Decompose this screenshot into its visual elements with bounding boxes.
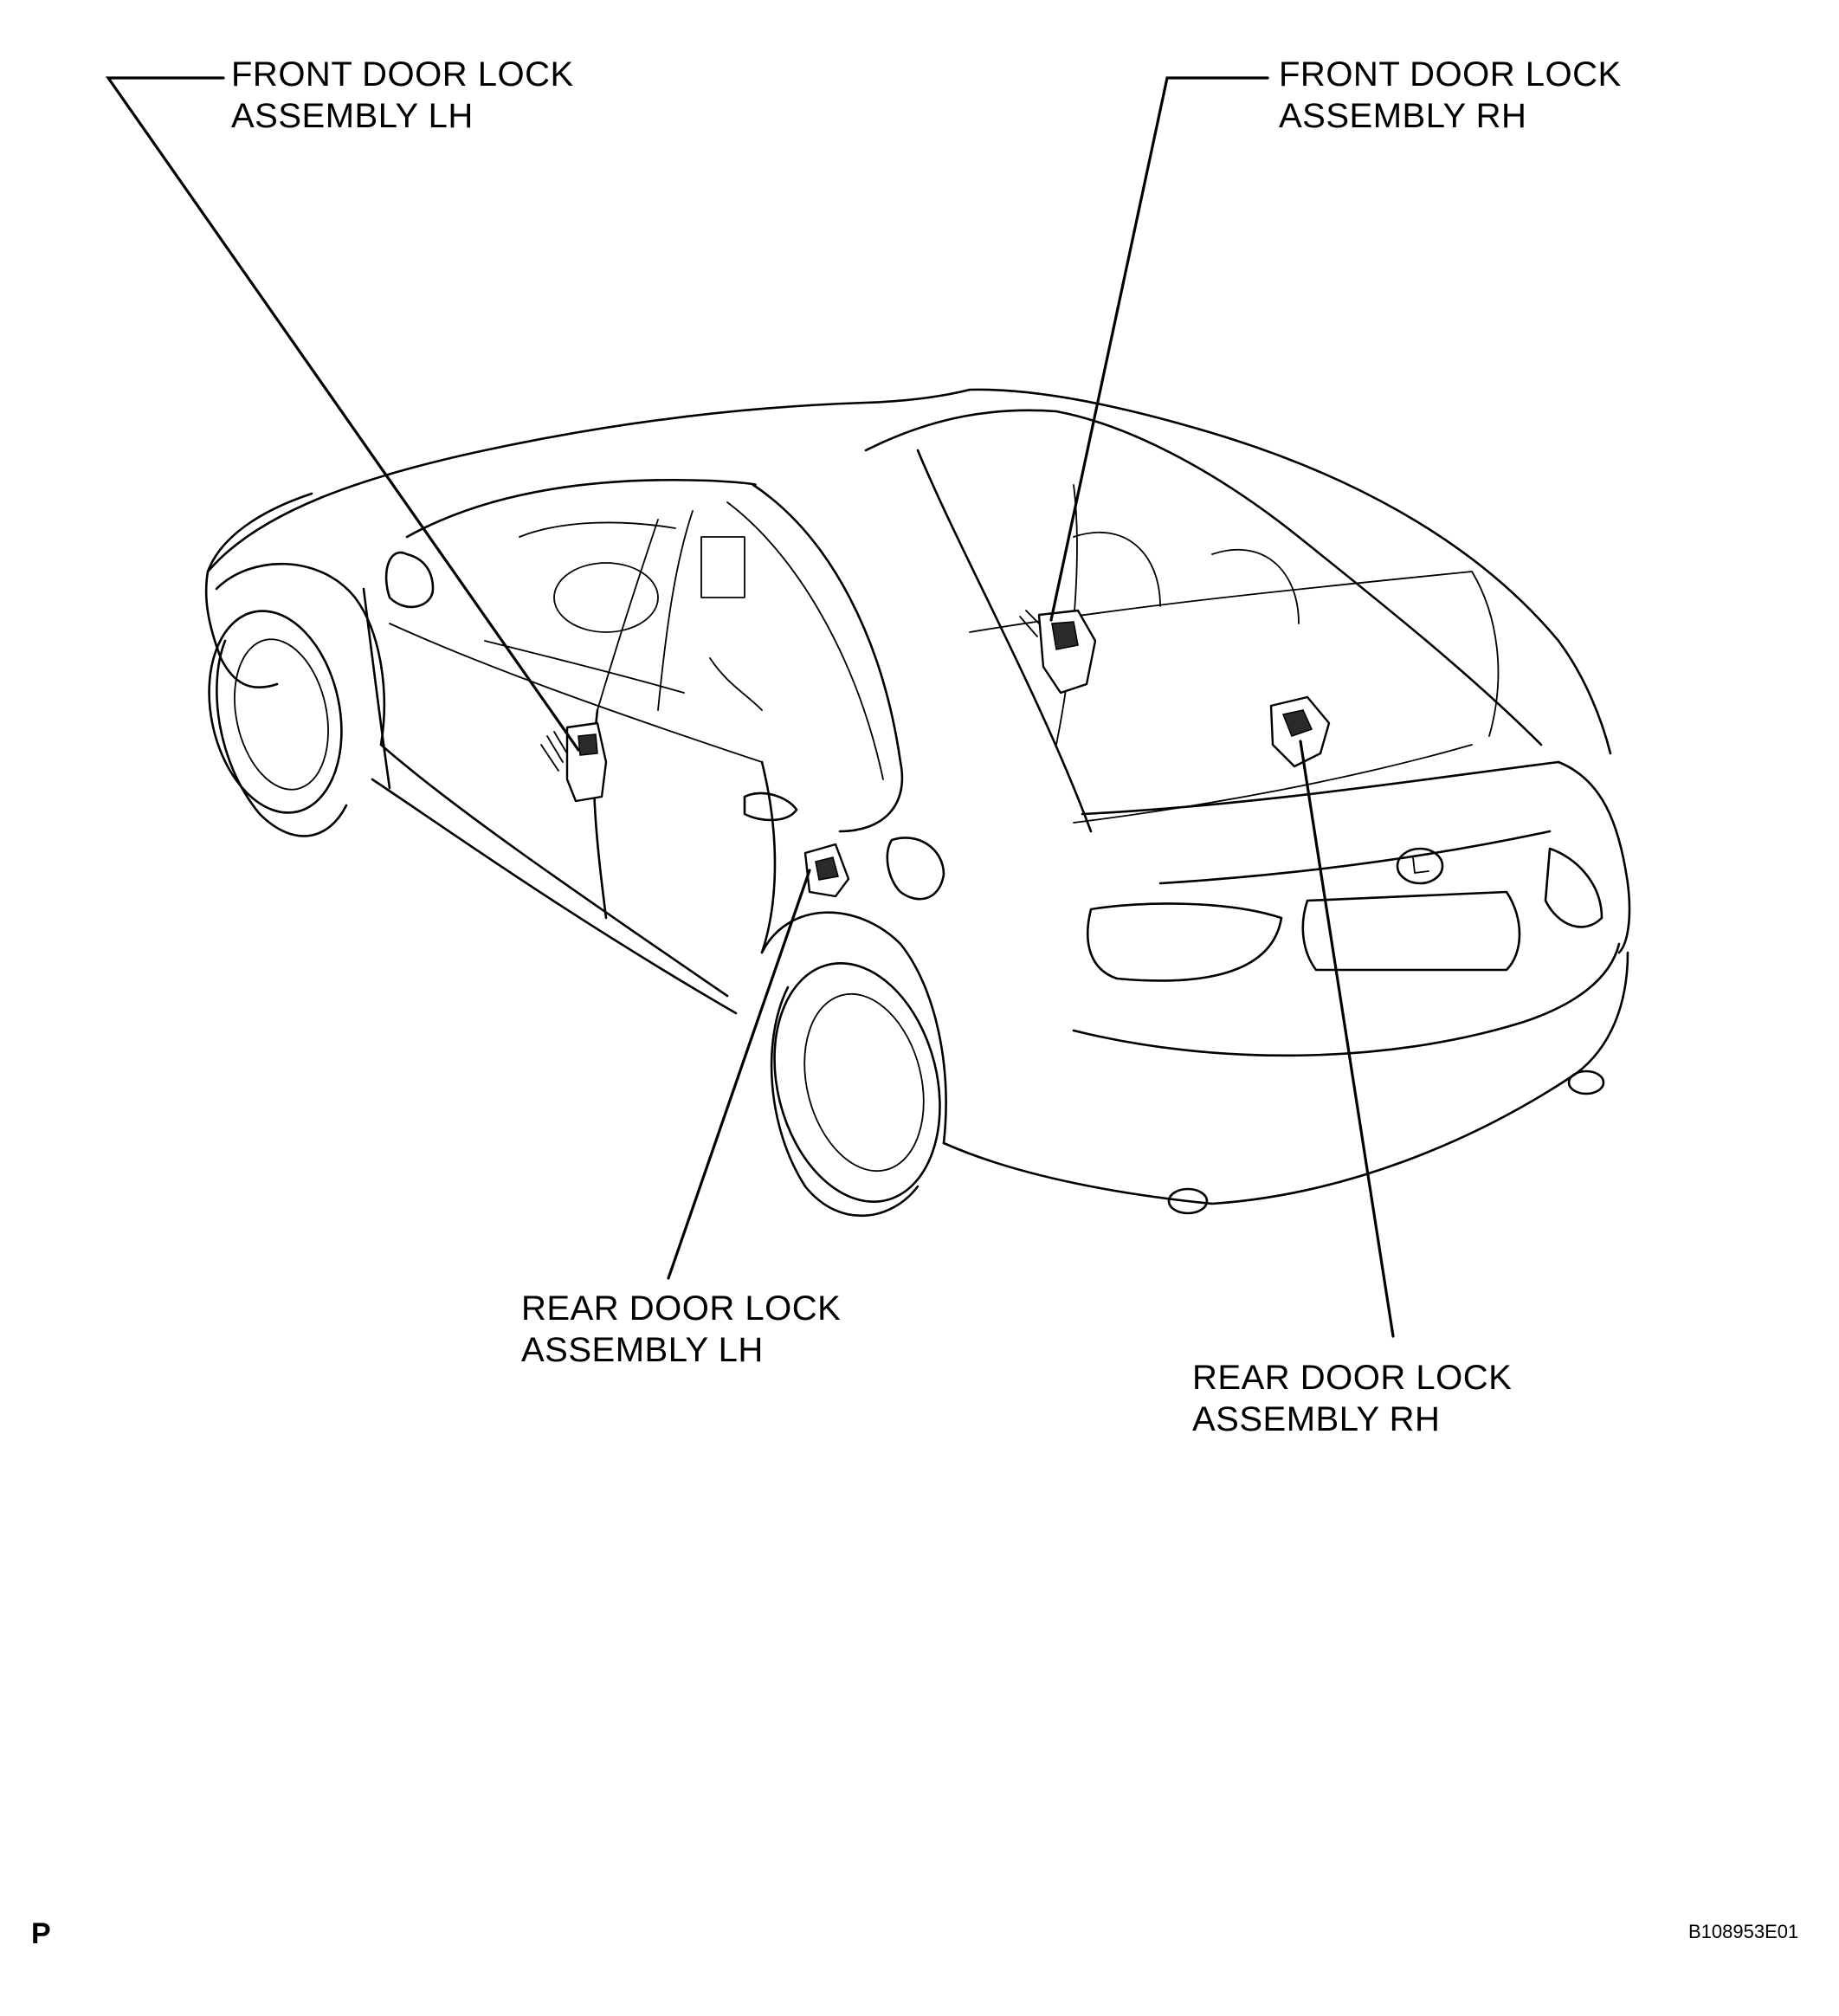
front-door-lock-rh-leader — [1049, 76, 1269, 622]
figure-code: B108953E01 — [1688, 1921, 1799, 1942]
rear-door-lock-lh-label: REAR DOOR LOCK ASSEMBLY LH — [521, 1288, 841, 1371]
front-door-lock-lh-label-line1: FRONT DOOR LOCK — [231, 55, 574, 94]
rear-door-lock-rh-label: REAR DOOR LOCK ASSEMBLY RH — [1192, 1357, 1512, 1440]
rear-door-lock-rh-leader — [1299, 740, 1395, 1338]
rear-door-lock-lh-label-line2: ASSEMBLY LH — [521, 1331, 764, 1369]
front-door-lock-lh-leader — [105, 76, 580, 752]
front-door-lock-rh-part — [1019, 609, 1097, 695]
rear-door-lock-lh-part — [803, 843, 850, 898]
front-door-lock-rh-label-line2: ASSEMBLY RH — [1279, 97, 1527, 135]
front-door-lock-rh-label-line1: FRONT DOOR LOCK — [1279, 55, 1622, 94]
rear-door-lock-lh-label-line1: REAR DOOR LOCK — [521, 1289, 842, 1328]
rear-door-lock-rh-label-line1: REAR DOOR LOCK — [1192, 1359, 1513, 1397]
front-door-lock-rh-label: FRONT DOOR LOCK ASSEMBLY RH — [1279, 54, 1622, 137]
front-door-lock-lh-part — [540, 721, 608, 803]
rear-door-lock-rh-part — [1269, 695, 1331, 768]
page-marker: P — [31, 1917, 51, 1950]
front-door-lock-lh-label: FRONT DOOR LOCK ASSEMBLY LH — [231, 54, 574, 137]
front-door-lock-lh-label-line2: ASSEMBLY LH — [231, 97, 474, 135]
rear-door-lock-lh-leader — [667, 869, 811, 1280]
car-illustration — [204, 388, 1631, 1218]
rear-door-lock-rh-label-line2: ASSEMBLY RH — [1192, 1400, 1441, 1438]
